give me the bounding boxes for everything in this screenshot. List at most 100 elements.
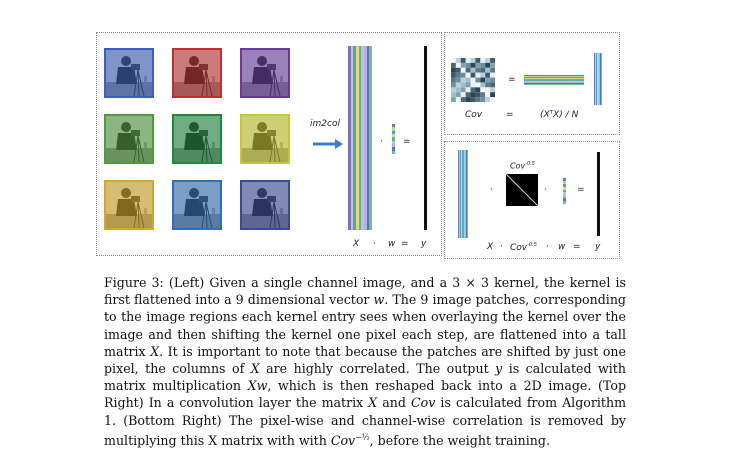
matrix-stripe [563, 178, 566, 181]
matrix-stripe [524, 77, 584, 79]
label-w: w [388, 239, 396, 249]
whitening-matrix [506, 174, 538, 206]
x-matrix-small [594, 53, 602, 105]
br-label-dot1: · [500, 242, 503, 252]
equals-op: = [403, 137, 411, 147]
matrix-stripe [563, 183, 566, 187]
br-label-cov: Cov-0.5 [510, 242, 537, 253]
matrix-stripe [353, 46, 356, 230]
dot-op: · [380, 137, 383, 147]
matrix-stripe [595, 53, 597, 105]
matrix-stripe [392, 150, 395, 154]
matrix-stripe [597, 53, 599, 105]
matrix-stripe [524, 78, 584, 80]
matrix-stripe [392, 143, 395, 148]
matrix-stripe [366, 46, 370, 230]
xt-matrix [524, 75, 584, 85]
image-patch-tile [104, 180, 154, 230]
matrix-stripe [460, 150, 462, 238]
matrix-stripe [348, 46, 351, 230]
image-patch-tile [240, 48, 290, 98]
br-dot-a: · [490, 185, 493, 195]
br-label-dot2: · [546, 242, 549, 252]
matrix-stripe [563, 180, 566, 184]
matrix-stripe [599, 53, 601, 105]
matrix-stripe [601, 53, 602, 105]
matrix-stripe [600, 53, 601, 105]
matrix-stripe [459, 150, 461, 238]
matrix-stripe [563, 201, 566, 204]
matrix-stripe [596, 53, 598, 105]
br-label-y: y [595, 242, 601, 252]
left-panel [96, 32, 442, 256]
matrix-stripe [563, 186, 566, 190]
matrix-stripe [392, 133, 395, 138]
im2col-arrow [313, 139, 343, 149]
matrix-stripe [524, 76, 584, 78]
matrix-stripe [594, 53, 595, 105]
cov-neg-half-label: Cov-0.5 [510, 161, 535, 171]
output-vector-y [424, 46, 427, 230]
matrix-stripe [392, 130, 395, 134]
matrix-stripe [350, 46, 354, 230]
matrix-stripe [563, 198, 566, 201]
br-dot-b: · [544, 185, 547, 195]
vector-w [392, 124, 395, 154]
matrix-stripe [369, 46, 372, 230]
matrix-stripe [392, 147, 395, 151]
matrix-stripe [463, 150, 465, 238]
label-eq: = [401, 239, 409, 249]
top-right-panel [444, 32, 620, 135]
matrix-stripe [358, 46, 362, 230]
label-x: X [353, 239, 360, 249]
matrix-stripe [361, 46, 364, 230]
image-patch-tile [172, 48, 222, 98]
matrix-stripe [594, 53, 596, 105]
image-patch-tile [104, 114, 154, 164]
cov-heatmap [451, 58, 495, 102]
x-matrix-bottom [458, 150, 468, 238]
matrix-stripe [524, 79, 584, 81]
matrix-stripe [524, 80, 584, 82]
matrix-stripe [563, 192, 566, 196]
image-patch-tile [172, 180, 222, 230]
matrix-stripe [563, 195, 566, 199]
matrix-stripe [464, 150, 466, 238]
matrix-stripe [563, 189, 566, 193]
matrix-stripe [461, 150, 463, 238]
matrix-stripe [466, 150, 468, 238]
xtx-over-n: (XᵀX) / N [540, 110, 579, 120]
matrix-stripe [465, 150, 467, 238]
matrix-stripe [598, 53, 600, 105]
br-equals-op: = [577, 185, 585, 195]
label-y: y [421, 239, 427, 249]
bottom-right-panel [444, 141, 620, 259]
br-label-eq: = [573, 242, 581, 252]
matrix-stripe [392, 124, 395, 128]
matrix-stripe [355, 46, 359, 230]
image-patch-tile [240, 114, 290, 164]
tr-equals-op: = [508, 75, 516, 85]
br-label-w: w [558, 242, 566, 252]
matrix-stripe [392, 137, 395, 141]
cov-label: Cov [465, 110, 483, 120]
image-patch-tile [104, 48, 154, 98]
matrix-stripe [524, 75, 584, 77]
matrix-stripe [524, 81, 584, 83]
image-patch-tile [172, 114, 222, 164]
matrix-stripe [363, 46, 367, 230]
label-dot: · [373, 239, 376, 249]
figure-caption: Figure 3: (Left) Given a single channel … [104, 275, 627, 449]
br-label-x: X [487, 242, 494, 252]
matrix-stripe [524, 83, 584, 85]
matrix-stripe [392, 127, 395, 131]
output-vector-y-bottom [597, 152, 600, 236]
vector-w-bottom [563, 178, 566, 204]
matrix-stripe [524, 82, 584, 84]
im2col-label: im2col [310, 119, 340, 129]
matrix-stripe [392, 140, 395, 144]
tall-matrix-x [348, 46, 372, 230]
tr-eq-label: = [506, 110, 514, 120]
matrix-stripe [462, 150, 464, 238]
image-patch-tile [240, 180, 290, 230]
